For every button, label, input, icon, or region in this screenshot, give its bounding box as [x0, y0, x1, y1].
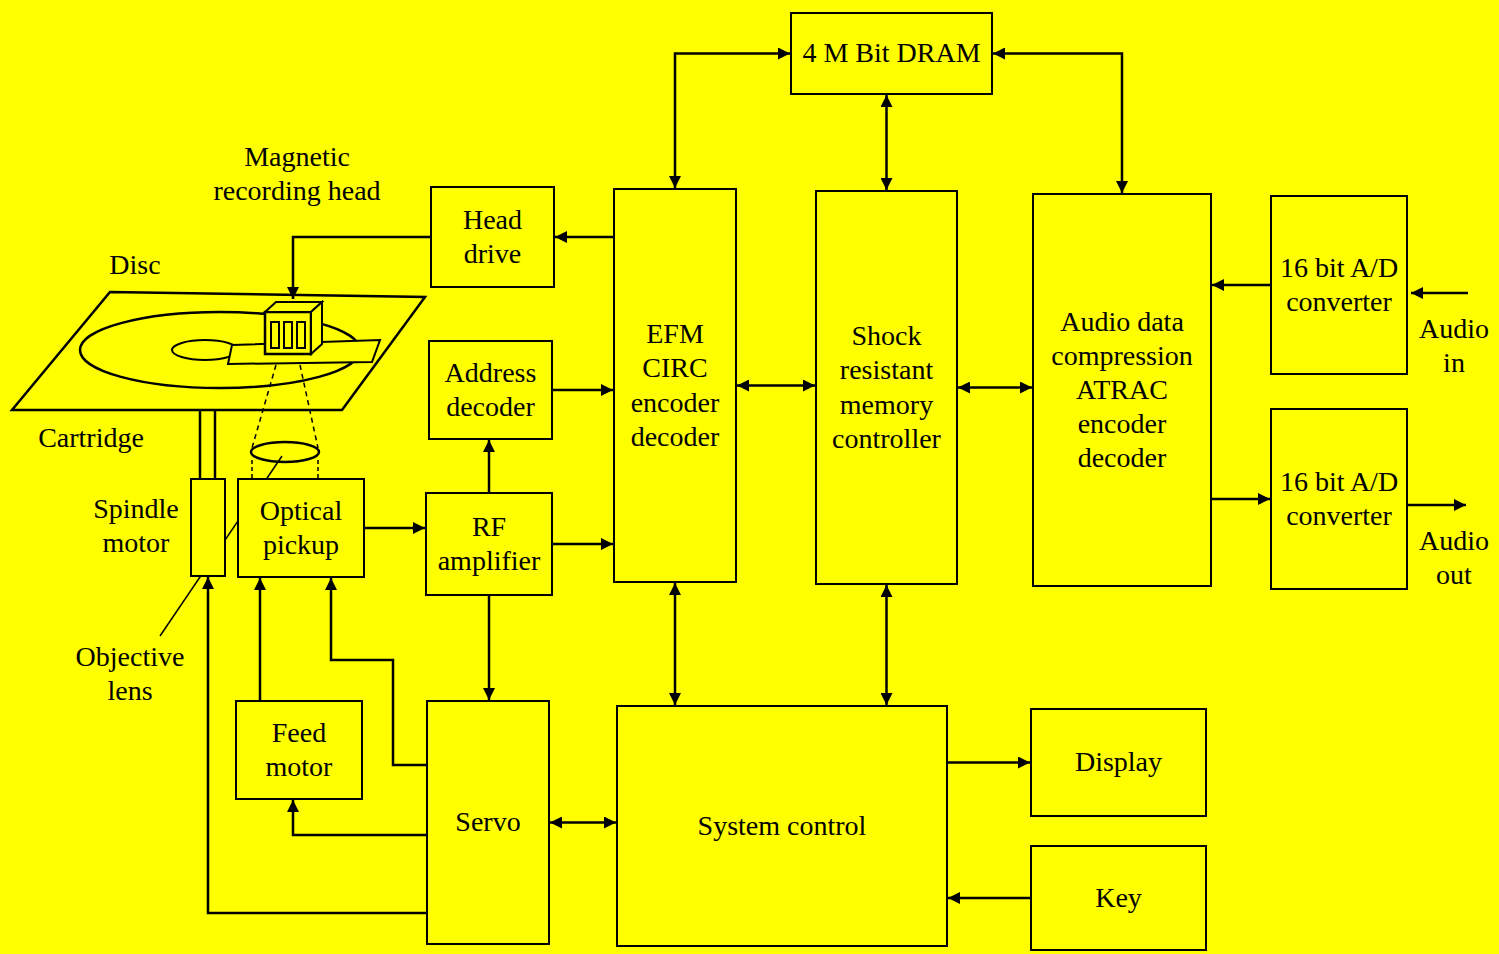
display-box: Display [1030, 708, 1207, 817]
signal-arrow [885, 585, 888, 705]
signal-arrow [208, 577, 426, 913]
signal-arrow [259, 578, 262, 700]
audio-in-arrow [1411, 292, 1468, 295]
servo-box: Servo [426, 700, 550, 945]
box-label: Servo [435, 805, 541, 839]
box-label: Feed motor [244, 716, 354, 784]
lens-mount [317, 460, 319, 478]
box-label: 16 bit A/D converter [1279, 465, 1399, 533]
magnetic-head [265, 312, 311, 354]
signal-arrow [553, 543, 613, 546]
signal-arrow [555, 236, 613, 239]
amplifier-box: RF amplifier [425, 492, 553, 596]
signal-arrow [993, 54, 1122, 194]
motor-box: Feed motor [235, 700, 363, 800]
codec-box: Audio data compression ATRAC encoder dec… [1032, 193, 1212, 587]
box-label: Audio data compression ATRAC encoder dec… [1041, 305, 1203, 476]
box-label: 4 M Bit DRAM [799, 36, 984, 70]
part-label: Audio in [1414, 312, 1494, 380]
cartridge-outline [12, 292, 425, 410]
head-pole [297, 322, 305, 348]
signal-arrow [948, 761, 1030, 764]
laser-beam [300, 365, 318, 448]
pickup-box: Optical pickup [237, 478, 365, 578]
signal-arrow [553, 389, 613, 392]
signal-arrow [958, 386, 1032, 389]
lens-mount [251, 460, 253, 478]
box-label: RF amplifier [434, 510, 544, 578]
audio-out-arrow [1408, 504, 1466, 507]
spindle-shaft [199, 410, 202, 478]
spindle-shaft [214, 410, 217, 478]
signal-arrow [737, 384, 815, 387]
controller-box: Shock resistant memory controller [815, 190, 958, 585]
disc-hub [172, 340, 238, 360]
box-label: Optical pickup [246, 494, 356, 562]
codec-box: EFM CIRC encoder decoder [613, 188, 737, 583]
signal-arrow [1212, 284, 1270, 287]
motor-box: Spindle motor [190, 478, 226, 577]
objective-lens [251, 442, 319, 462]
signal-arrow [675, 54, 790, 189]
laser-beam [252, 365, 276, 448]
signal-arrow [885, 95, 888, 190]
signal-arrow [488, 596, 491, 700]
box-label: 16 bit A/D converter [1279, 251, 1399, 319]
box-label: Key [1039, 881, 1198, 915]
box-label: Display [1039, 745, 1198, 779]
converter-box: 16 bit A/D converter [1270, 408, 1408, 590]
control-box: System control [616, 705, 948, 947]
part-label: Magnetic recording head [192, 140, 402, 208]
signal-arrow [948, 897, 1030, 900]
box-label: System control [625, 809, 939, 843]
converter-box: 16 bit A/D converter [1270, 195, 1408, 375]
signal-arrow [550, 821, 616, 824]
box-label: Head drive [439, 203, 546, 271]
signal-arrow [1212, 498, 1270, 501]
part-label: Cartridge [26, 421, 156, 455]
signal-arrow [365, 527, 425, 530]
head-pole [271, 322, 279, 348]
memory-box: 4 M Bit DRAM [790, 12, 993, 95]
signal-arrow [488, 440, 491, 492]
part-label: Disc [100, 248, 170, 282]
part-label: Audio out [1414, 524, 1494, 592]
signal-arrow [293, 800, 426, 835]
driver-box: Head drive [430, 186, 555, 288]
head-drive-wire [293, 237, 430, 299]
box-label: Shock resistant memory controller [824, 319, 949, 456]
decoder-box: Address decoder [428, 340, 553, 440]
magnetic-head-side [311, 302, 322, 354]
part-label: Objective lens [70, 640, 190, 708]
signal-arrow [674, 583, 677, 705]
key-box: Key [1030, 845, 1207, 951]
head-pole [284, 322, 292, 348]
box-label: Spindle motor [86, 492, 186, 560]
box-label: Address decoder [437, 356, 544, 424]
box-label: EFM CIRC encoder decoder [622, 317, 728, 454]
